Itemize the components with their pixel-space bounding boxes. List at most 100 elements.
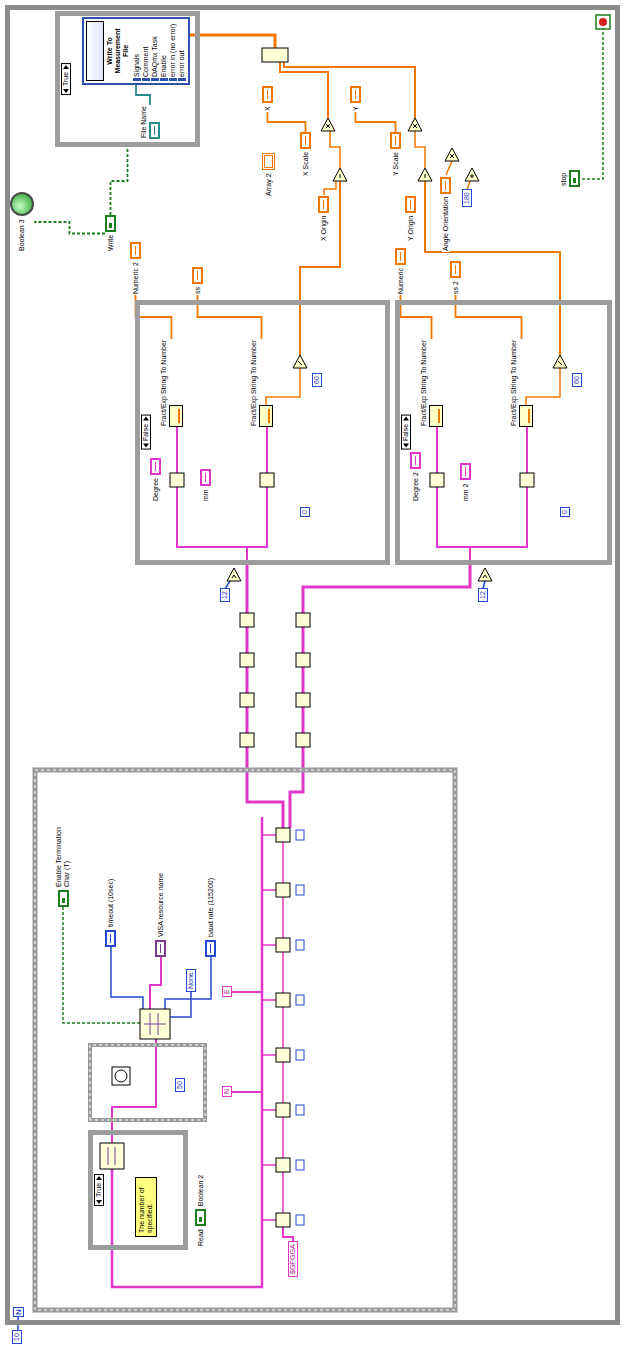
terminal-label: Y Origin xyxy=(407,215,415,242)
index-constant xyxy=(296,940,304,950)
index-constant xyxy=(296,1105,304,1115)
array-indicator: Array 2 xyxy=(262,153,275,197)
fn-terminal-icon xyxy=(519,405,533,427)
wire xyxy=(282,897,284,938)
dbl-terminal-icon xyxy=(440,177,451,194)
selector-arrow xyxy=(96,1176,102,1180)
arithmetic-node xyxy=(333,168,347,181)
string-constant-value: $GPGGA xyxy=(288,1241,298,1277)
bool-terminal-icon xyxy=(195,1209,206,1226)
for-loop: Write To Measurement FileSignalsCommentD… xyxy=(5,5,620,1325)
terminal-label: Numeric 2 xyxy=(132,261,140,295)
sequence-frame xyxy=(35,770,455,1310)
triangle-function xyxy=(293,355,307,368)
wire xyxy=(63,907,140,1023)
dbl-terminal-icon xyxy=(350,86,361,103)
selector-arrow xyxy=(63,65,69,69)
case-selector: False xyxy=(141,415,151,450)
operator-symbol xyxy=(425,174,426,178)
string-function xyxy=(276,1103,290,1117)
wire xyxy=(282,1117,284,1158)
numeric-control: Y Origin xyxy=(405,196,416,242)
numeric-indicator: ss xyxy=(192,267,203,295)
case-structure: The number of specified.True xyxy=(88,1130,188,1250)
string-subset xyxy=(170,473,184,487)
wire xyxy=(262,1219,276,1221)
wire xyxy=(165,957,211,1009)
visa-resource-control: VISA resource name xyxy=(155,872,166,957)
string-constant: N xyxy=(222,1086,232,1097)
wire xyxy=(262,1164,276,1166)
terminal-label: X Origin xyxy=(320,215,328,242)
arithmetic-node xyxy=(445,148,459,161)
string-function xyxy=(240,653,254,667)
express-terminal-label: Comment xyxy=(142,21,150,81)
dbl-terminal-icon xyxy=(192,267,203,284)
case-structure: DegreemmFract/Exp String To NumberFract/… xyxy=(135,300,390,565)
wire xyxy=(282,1172,284,1213)
numeric-indicator: Y xyxy=(350,86,361,112)
operator-symbol xyxy=(340,174,341,178)
boolean-control: Write xyxy=(105,215,116,252)
wire xyxy=(483,581,485,589)
i32-terminal-icon xyxy=(205,940,216,957)
arithmetic-node xyxy=(553,355,567,368)
selector-arrow xyxy=(96,1200,102,1204)
terminal-label: ss 2 xyxy=(452,280,460,295)
string-function xyxy=(276,1048,290,1062)
terminal-label: Boolean 2 xyxy=(197,1174,205,1208)
wire-connector xyxy=(34,222,105,234)
numeric-constant-value: 180 xyxy=(462,189,472,207)
bool-terminal-icon xyxy=(569,170,580,187)
visa-symbol xyxy=(144,1013,166,1035)
string-to-number: Fract/Exp String To Number xyxy=(160,339,183,427)
boolean-control: ReadBoolean 2 xyxy=(195,1174,206,1247)
bundle-function xyxy=(262,48,288,62)
string-indicator: Degree xyxy=(150,458,161,502)
boolean-control: Enable Termination Char (T) xyxy=(55,816,71,907)
terminal-label: File Name xyxy=(140,105,148,139)
string-function xyxy=(240,693,254,707)
selector-arrow xyxy=(63,89,69,93)
express-terminal-label: error in (no error) xyxy=(169,21,177,81)
triangle-function xyxy=(408,118,422,131)
wire-connector xyxy=(356,112,396,132)
numeric-indicator: ss 2 xyxy=(450,261,461,295)
arithmetic-node xyxy=(465,168,479,181)
triangle-function xyxy=(465,168,479,181)
triangle-function xyxy=(227,568,241,581)
wire xyxy=(262,1109,276,1111)
string-to-number: Fract/Exp String To Number xyxy=(510,339,533,427)
terminal-label: X Scale xyxy=(302,151,310,177)
fn-terminal-icon xyxy=(429,405,443,427)
numeric-control: X Origin xyxy=(318,196,329,242)
operator-symbol xyxy=(470,174,474,178)
numeric-constant: 12 xyxy=(220,588,230,602)
case-selector-label: True xyxy=(95,1182,103,1198)
wire xyxy=(470,427,527,547)
string-function xyxy=(276,938,290,952)
selector-arrow xyxy=(143,417,149,421)
string-constant-value: E xyxy=(222,986,232,997)
case-selector: True xyxy=(94,1174,104,1206)
case-selector-label: True xyxy=(62,71,70,87)
visa-symbol xyxy=(108,1147,115,1165)
wire xyxy=(112,1039,156,1143)
operator-symbol xyxy=(326,124,330,128)
express-vi-title: Write To Measurement File xyxy=(106,21,130,81)
express-vi: Write To Measurement FileSignalsCommentD… xyxy=(82,17,190,85)
terminal-label: VISA resource name xyxy=(157,872,165,938)
visa-read xyxy=(100,1143,124,1169)
wire-connector xyxy=(136,85,150,105)
str-terminal-icon xyxy=(200,469,211,486)
wire xyxy=(425,181,560,355)
boolean-indicator: Boolean 3 xyxy=(10,192,34,252)
terminal-label: mm xyxy=(202,488,210,502)
terminal-label: Angle Orientation xyxy=(442,196,450,252)
operator-symbol xyxy=(413,124,417,128)
vi-terminal-icon xyxy=(86,21,104,81)
wire xyxy=(280,62,328,118)
string-function xyxy=(276,1158,290,1172)
